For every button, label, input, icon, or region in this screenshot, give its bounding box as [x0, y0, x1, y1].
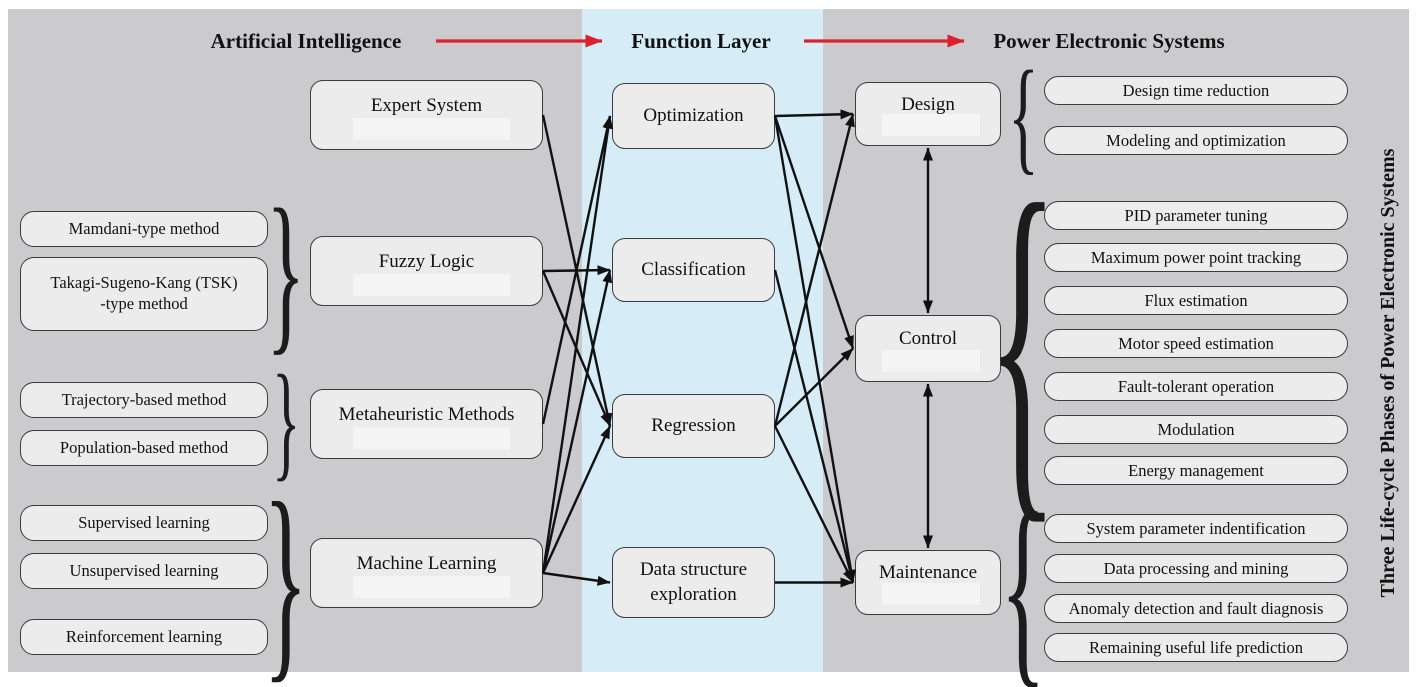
redaction-artifact: [352, 274, 510, 296]
node-label: Control: [898, 328, 958, 350]
pill-design-time-reduction: Design time reduction: [1044, 76, 1348, 105]
node-maintenance: Maintenance: [855, 550, 1001, 615]
node-label: Classification: [641, 258, 746, 280]
pill-motor-speed-estimation: Motor speed estimation: [1044, 329, 1348, 358]
pill-fault-tolerant-operation: Fault-tolerant operation: [1044, 372, 1348, 401]
node-control: Control: [855, 315, 1001, 382]
node-label: Maintenance: [878, 562, 978, 584]
node-machine-learning: Machine Learning: [310, 538, 543, 608]
node-expert-system: Expert System: [310, 80, 543, 150]
brace-icon-design-apps: {: [1007, 46, 1039, 187]
redaction-artifact: [352, 576, 510, 598]
node-data-structure-exploration: Data structure exploration: [612, 547, 775, 618]
brace-icon-control-apps: {: [987, 127, 1059, 555]
pill-mamdani-type-method: Mamdani-type method: [20, 211, 268, 247]
pill-population-based-method: Population-based method: [20, 430, 268, 466]
node-label: Machine Learning: [356, 552, 497, 574]
header-artificial-intelligence: Artificial Intelligence: [210, 29, 402, 53]
node-optimization: Optimization: [612, 83, 775, 149]
redaction-artifact: [352, 118, 510, 140]
brace-icon-metaheuristic-group: }: [271, 349, 301, 494]
redaction-artifact: [352, 427, 510, 449]
pill-remaining-useful-life-prediction: Remaining useful life prediction: [1044, 633, 1348, 662]
node-metaheuristic-methods: Metaheuristic Methods: [310, 389, 543, 459]
node-label: Fuzzy Logic: [378, 250, 475, 272]
node-label: Data structure exploration: [639, 558, 748, 605]
pill-data-processing-and-mining: Data processing and mining: [1044, 554, 1348, 583]
pill-energy-management: Energy management: [1044, 456, 1348, 485]
pill-supervised-learning: Supervised learning: [20, 505, 268, 541]
redaction-artifact: [881, 114, 980, 136]
pill-unsupervised-learning: Unsupervised learning: [20, 553, 268, 589]
node-fuzzy-logic: Fuzzy Logic: [310, 236, 543, 306]
node-label: Optimization: [643, 104, 744, 126]
pill-anomaly-detection-and-fault-diagnosis: Anomaly detection and fault diagnosis: [1044, 594, 1348, 623]
node-label: Metaheuristic Methods: [338, 403, 515, 425]
node-label: Regression: [651, 414, 736, 436]
pill-modulation: Modulation: [1044, 415, 1348, 444]
brace-icon-maintenance-apps: {: [999, 470, 1047, 687]
pill-reinforcement-learning: Reinforcement learning: [20, 619, 268, 655]
header-power-electronic-systems: Power Electronic Systems: [993, 29, 1225, 53]
redaction-artifact: [881, 583, 980, 605]
node-regression: Regression: [612, 394, 775, 458]
pill-system-parameter-indentification: System parameter indentification: [1044, 514, 1348, 543]
side-label-three-lifecycle-phases: Three Life-cycle Phases of Power Electro…: [1377, 148, 1399, 598]
header-function-layer: Function Layer: [631, 29, 771, 53]
pill-modeling-and-optimization: Modeling and optimization: [1044, 126, 1348, 155]
redaction-artifact: [881, 350, 980, 372]
pill-pid-parameter-tuning: PID parameter tuning: [1044, 201, 1348, 230]
node-label: Expert System: [370, 94, 483, 116]
pill-trajectory-based-method: Trajectory-based method: [20, 382, 268, 418]
node-label: Design: [901, 93, 955, 115]
brace-icon-machine-learning-group: }: [263, 459, 309, 687]
pill-flux-estimation: Flux estimation: [1044, 286, 1348, 315]
brace-icon-fuzzy-group: }: [266, 171, 306, 370]
pill-maximum-power-point-tracking: Maximum power point tracking: [1044, 243, 1348, 272]
node-classification: Classification: [612, 238, 775, 302]
node-design: Design: [855, 82, 1001, 146]
pill-tsk-type-method: Takagi-Sugeno-Kang (TSK) -type method: [20, 257, 268, 331]
